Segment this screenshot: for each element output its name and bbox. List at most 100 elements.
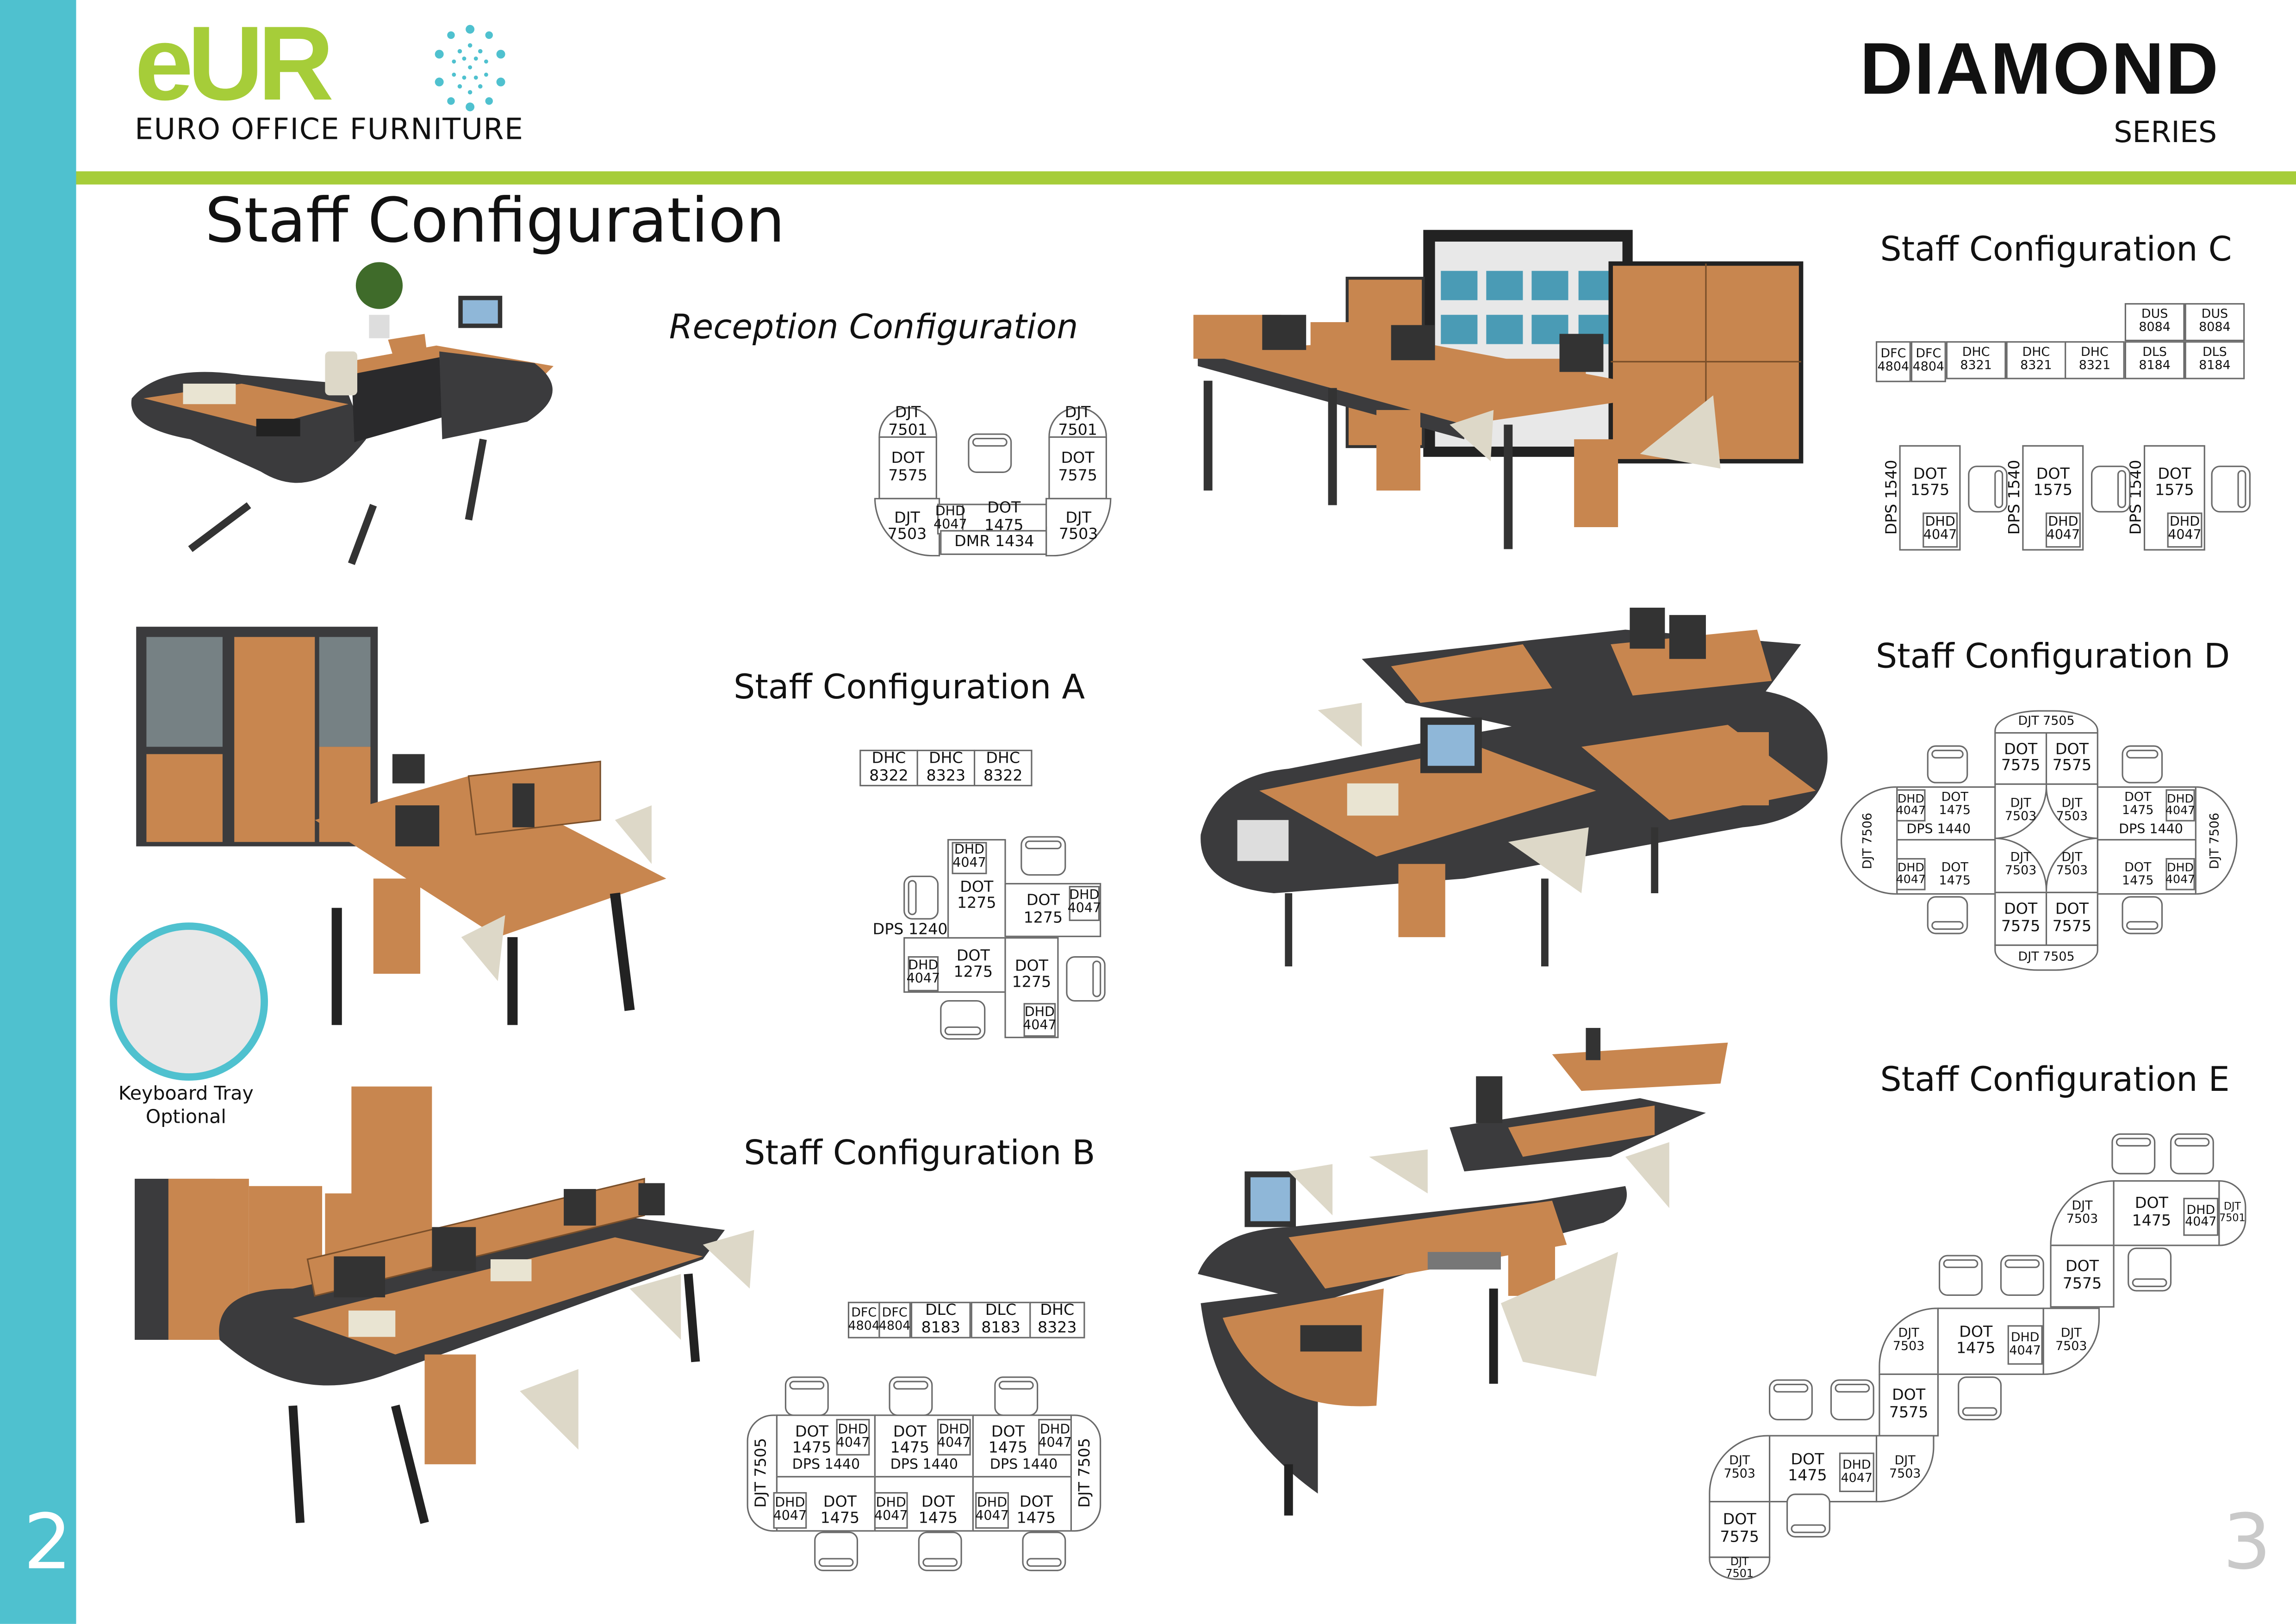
chair-icon (1022, 1531, 1066, 1571)
chair-icon (994, 1376, 1039, 1416)
chair-icon (2211, 466, 2251, 513)
plan-cell: DOT 7575 (1048, 436, 1107, 499)
left-accent-bar (0, 0, 76, 1624)
chair-icon (1939, 1255, 1983, 1296)
keyboard-tray-inset (110, 922, 268, 1081)
plan-cell: DLC 8183 (971, 1301, 1031, 1338)
chair-icon (2091, 466, 2131, 513)
plan-cell: DOT 7575 (1994, 732, 2047, 785)
chair-icon (2128, 1247, 2172, 1292)
chair-icon (1066, 956, 1106, 1002)
screen-label: DPS 1440 (890, 1457, 958, 1473)
chair-icon (1020, 836, 1066, 876)
plan-pedestal: DHD 4047 (1923, 512, 1958, 548)
plan-cell: DJT 7505 (1994, 710, 2098, 734)
plan-pedestal: DHD 4047 (1038, 1419, 1072, 1456)
plan-cell: DJT 7505 (747, 1414, 778, 1532)
chair-icon (1768, 1379, 1813, 1420)
plan-pedestal: DHD 4047 (1896, 858, 1926, 890)
plan-pedestal: DHD 4047 (1068, 886, 1101, 921)
plan-pedestal: DHD 4047 (1023, 1003, 1057, 1037)
keyboard-tray-label: Keyboard Tray (118, 1083, 254, 1106)
screen-label: DPS 1540 (2128, 460, 2146, 535)
chair-icon (2122, 896, 2163, 934)
screen-label: DPS 1440 (2119, 823, 2183, 838)
plan-cell: DFC 4804 (1875, 341, 1911, 382)
plan-pedestal: DHD 4047 (2167, 512, 2203, 548)
brand-logo: eUR (135, 6, 334, 123)
plan-cell: DOT 7575 (878, 436, 937, 499)
screen-label: DPS 1440 (1906, 823, 1971, 838)
plan-cell: DOT 7575 (1709, 1500, 1771, 1558)
company-name: EURO OFFICE FURNITURE (135, 111, 524, 147)
side-cap-label: DJT 7506 (1861, 812, 1876, 869)
plan-cell: DFC 4804 (878, 1301, 911, 1338)
reception-rendering (131, 262, 554, 565)
plan-pedestal: DHD 4047 (2165, 789, 2195, 821)
section-title-a: Staff Configuration A (734, 669, 1085, 708)
plan-pedestal: DHD 4047 (2007, 1325, 2043, 1365)
keyboard-tray-caption: Keyboard Tray Optional (93, 1083, 278, 1130)
plan-pedestal: DHD 4047 (2045, 512, 2081, 548)
screen-label: DPS 1440 (989, 1457, 1058, 1473)
section-title-e: Staff Configuration E (1880, 1061, 2230, 1100)
chair-icon (1830, 1379, 1874, 1420)
header-divider (76, 171, 2296, 185)
plan-pedestal: DHD 4047 (952, 842, 987, 874)
chair-icon (2111, 1133, 2156, 1175)
chair-icon (1968, 466, 2008, 513)
section-title-d: Staff Configuration D (1875, 638, 2230, 677)
plan-cell: DHC 8321 (2006, 341, 2066, 380)
end-top-label: DJT 7505 (753, 1438, 771, 1508)
chair-icon (1927, 896, 1968, 934)
chair-icon (2170, 1133, 2214, 1175)
config-a-rendering (136, 627, 666, 1025)
section-title-b: Staff Configuration B (744, 1135, 1095, 1173)
page-number-left: 2 (23, 1499, 72, 1587)
end-top-label: DJT 7505 (1076, 1438, 1094, 1508)
section-title-c: Staff Configuration C (1880, 231, 2232, 270)
plan-cell: DJT 7503 (2045, 783, 2098, 839)
plan-pedestal: DHD 4047 (773, 1492, 807, 1529)
keyboard-tray-optional: Optional (145, 1107, 226, 1129)
config-d-rendering (1201, 608, 1828, 967)
page-title: Staff Configuration (205, 184, 785, 256)
chair-icon (1927, 745, 1968, 784)
series-subtitle: SERIES (2114, 114, 2217, 149)
plan-cell: DLC 8183 (910, 1301, 971, 1338)
plan-pedestal: DHD 4047 (874, 1492, 908, 1529)
plan-cell: DJT 7501 (878, 405, 937, 438)
chair-icon (968, 433, 1012, 473)
plan-pedestal: DHD 4047 (2183, 1198, 2219, 1236)
plan-cell: DMR 1434 (940, 530, 1049, 555)
plan-pedestal: DHD 4047 (907, 956, 940, 991)
screen-label: DPS 1240 (872, 921, 948, 939)
chair-icon (784, 1376, 829, 1416)
plan-cell: DJT 7505 (1070, 1414, 1101, 1532)
chair-icon (1786, 1493, 1830, 1538)
page-number-right: 3 (2222, 1499, 2271, 1587)
plan-pedestal: DHD 4047 (975, 1492, 1009, 1529)
plan-cell: DHC 8322 (973, 749, 1033, 787)
chair-icon (903, 876, 939, 920)
chair-icon (2122, 745, 2163, 784)
chair-icon (940, 1000, 986, 1040)
chair-icon (814, 1531, 859, 1571)
plan-cell: DHC 8321 (2065, 341, 2125, 380)
plan-cell: DLS 8184 (2124, 341, 2185, 380)
plan-cell: DUS 8084 (2124, 303, 2185, 342)
plan-pedestal: DHD 4047 (1896, 789, 1926, 821)
plan-cell: DHC 8323 (1029, 1301, 1085, 1338)
side-cap-label: DJT 7506 (2208, 812, 2223, 869)
plan-cell: DFC 4804 (847, 1301, 880, 1338)
logo-dots-icon (435, 25, 505, 112)
plan-cell: DOT 7575 (2050, 1244, 2115, 1308)
screen-label: DPS 1440 (792, 1457, 860, 1473)
plan-cell: DHC 8323 (916, 749, 976, 787)
chair-icon (1958, 1376, 2002, 1420)
plan-pedestal: DHD 4047 (2165, 858, 2195, 890)
plan-pedestal: DHD 4047 (937, 1419, 971, 1456)
plan-cell: DOT 7575 (1994, 891, 2047, 946)
plan-cell: DLS 8184 (2184, 341, 2245, 380)
